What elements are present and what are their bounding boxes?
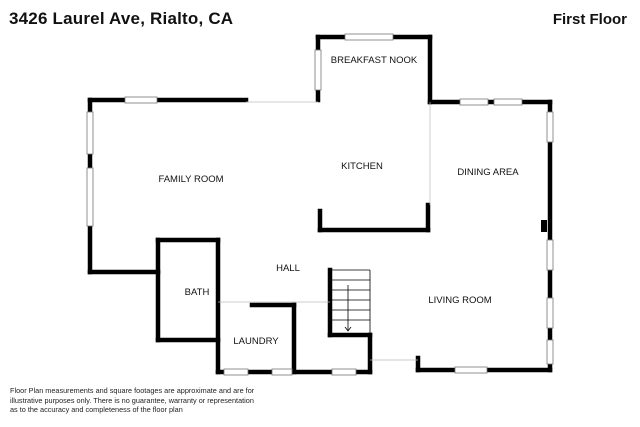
- stair-treads: [330, 269, 371, 335]
- fireplace-marker: [541, 220, 547, 232]
- label-kitchen: KITCHEN: [341, 161, 383, 172]
- label-dining-area: DINING AREA: [457, 167, 519, 178]
- label-bath: BATH: [185, 287, 210, 298]
- room-labels: BREAKFAST NOOK KITCHEN FAMILY ROOM DININ…: [158, 55, 519, 347]
- label-family-room: FAMILY ROOM: [158, 174, 223, 185]
- label-breakfast-nook: BREAKFAST NOOK: [331, 55, 418, 66]
- label-hall: HALL: [276, 263, 300, 274]
- label-laundry: LAUNDRY: [233, 336, 279, 347]
- floor-title: First Floor: [552, 11, 627, 28]
- disclaimer: Floor Plan measurements and square foota…: [10, 386, 340, 415]
- disclaimer-line-1: Floor Plan measurements and square foota…: [10, 386, 255, 395]
- label-living-room: LIVING ROOM: [428, 295, 491, 306]
- openings: [218, 101, 431, 361]
- property-address: 3426 Laurel Ave, Rialto, CA: [9, 9, 234, 28]
- disclaimer-line-2: illustrative purposes only. There is no …: [10, 395, 254, 405]
- disclaimer-line-3: as to the accuracy and completeness of t…: [10, 405, 183, 414]
- windows: [86, 33, 554, 376]
